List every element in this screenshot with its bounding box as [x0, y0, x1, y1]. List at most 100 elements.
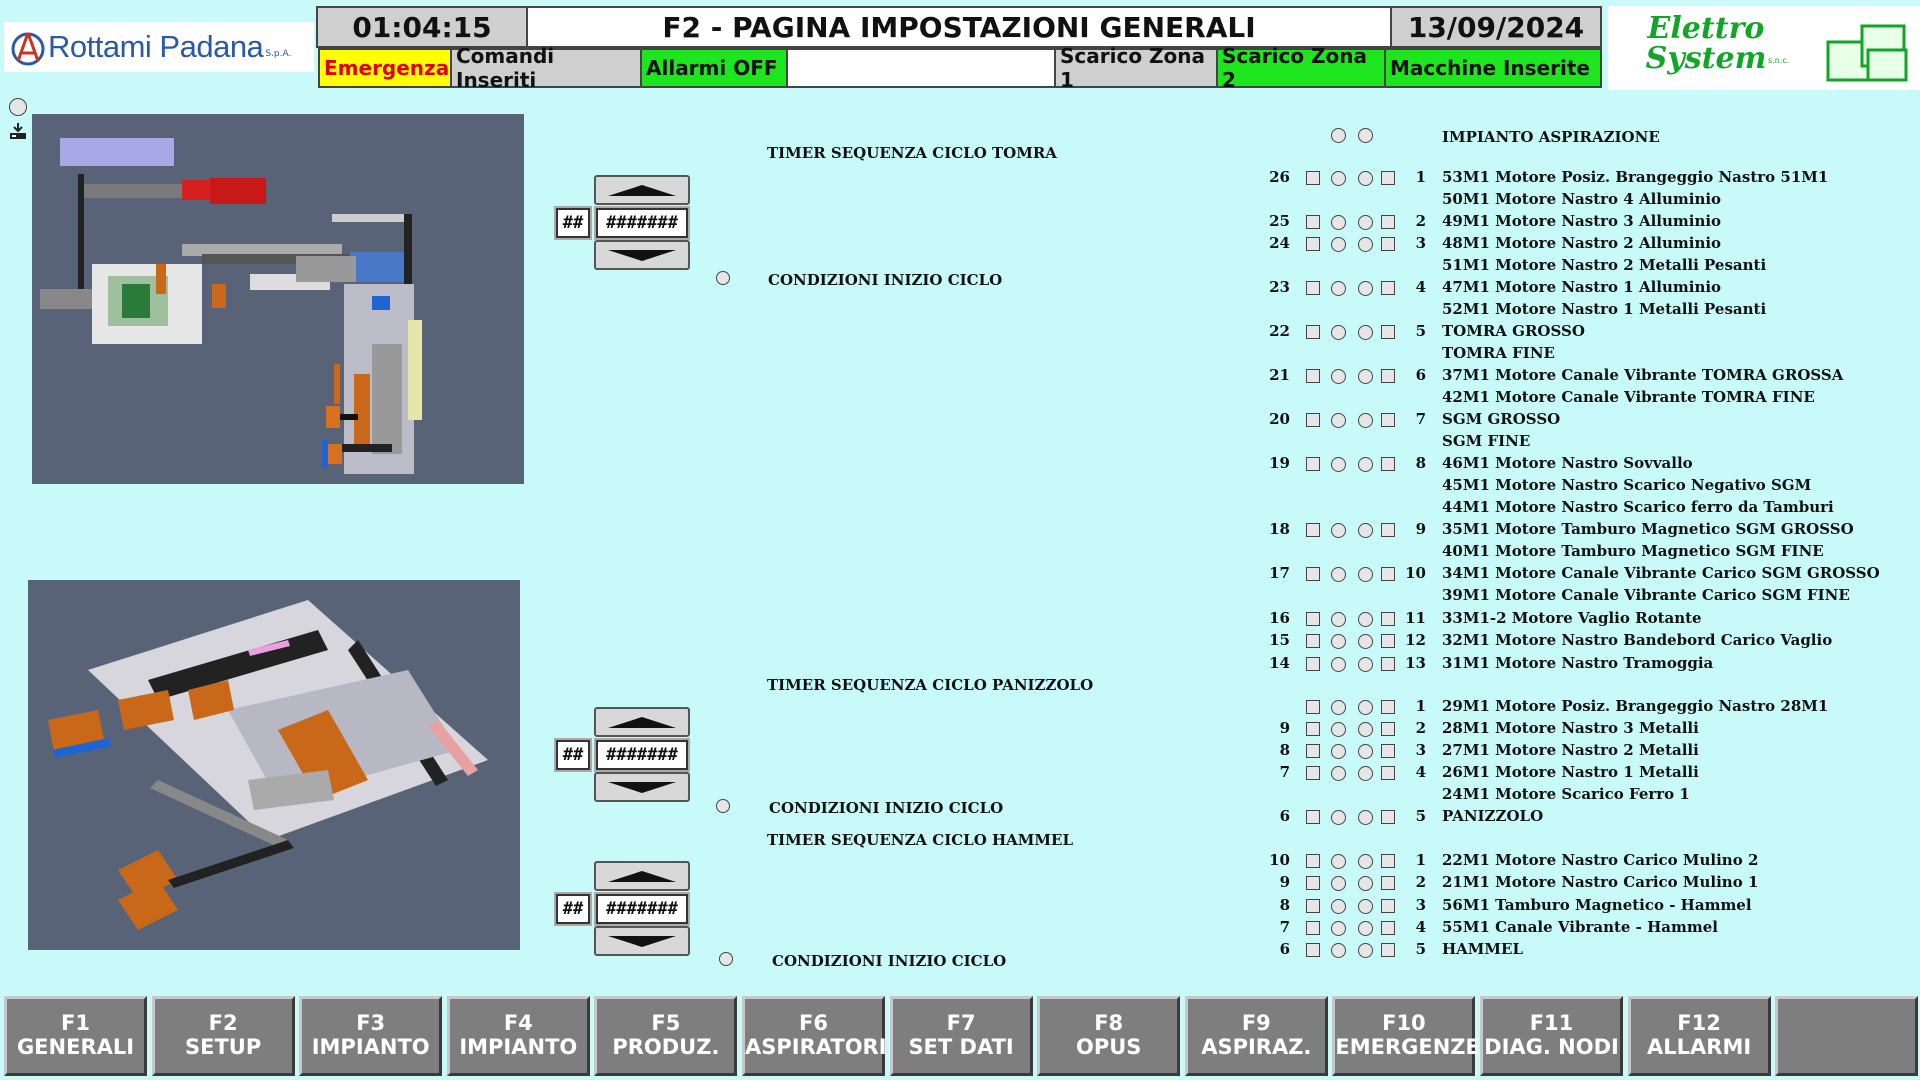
- motor-row-indicator-a: [1331, 744, 1346, 759]
- left-logo-text: Rottami Padana: [48, 29, 264, 64]
- motor-row-checkbox-b[interactable]: [1381, 766, 1395, 780]
- motor-row-checkbox-a[interactable]: [1306, 943, 1320, 957]
- timer-panizzolo-down-button[interactable]: [594, 772, 690, 802]
- motor-row-checkbox-b[interactable]: [1381, 657, 1395, 671]
- motor-row-checkbox-a[interactable]: [1306, 281, 1320, 295]
- motor-row-indicator-b: [1358, 921, 1373, 936]
- motor-row-indicator-b: [1358, 612, 1373, 627]
- motor-row-checkbox-b[interactable]: [1381, 921, 1395, 935]
- motor-row-checkbox-a[interactable]: [1306, 634, 1320, 648]
- motor-row-checkbox-b[interactable]: [1381, 215, 1395, 229]
- motor-row-checkbox-a[interactable]: [1306, 744, 1320, 758]
- motor-row-checkbox-a[interactable]: [1306, 237, 1320, 251]
- timer-panizzolo-up-button[interactable]: [594, 707, 690, 737]
- motor-row-checkbox-a[interactable]: [1306, 657, 1320, 671]
- motor-row-label: 21M1 Motore Nastro Carico Mulino 1: [1442, 873, 1759, 891]
- motor-row-checkbox-a[interactable]: [1306, 810, 1320, 824]
- function-key-label: IMPIANTO: [311, 1035, 430, 1059]
- motor-row-checkbox-b[interactable]: [1381, 281, 1395, 295]
- arrow-up-icon: [608, 184, 676, 196]
- plant-isometric-drawing: [48, 600, 488, 930]
- side-radio-button[interactable]: [9, 98, 27, 116]
- motor-row-checkbox-b[interactable]: [1381, 634, 1395, 648]
- timer-hammel-down-button[interactable]: [594, 926, 690, 956]
- motor-row-checkbox-a[interactable]: [1306, 700, 1320, 714]
- motor-row-indicator-a: [1331, 215, 1346, 230]
- function-key-blank[interactable]: [1775, 996, 1919, 1076]
- timer-tomra-down-button[interactable]: [594, 240, 690, 270]
- timer-tomra-up-button[interactable]: [594, 175, 690, 205]
- page-title: F2 - PAGINA IMPOSTAZIONI GENERALI: [526, 6, 1392, 48]
- motor-row-label: 47M1 Motore Nastro 1 Alluminio: [1442, 278, 1722, 296]
- motor-row-checkbox-b[interactable]: [1381, 876, 1395, 890]
- function-key-code: F8: [1094, 1011, 1124, 1035]
- motor-row-left-number: 6: [1279, 940, 1290, 958]
- timer-hammel-small-field[interactable]: ##: [554, 892, 592, 926]
- motor-row-checkbox-b[interactable]: [1381, 810, 1395, 824]
- motor-row: 51M1 Motore Nastro 2 Metalli Pesanti: [0, 256, 1920, 276]
- motor-row-checkbox-a[interactable]: [1306, 325, 1320, 339]
- timer-tomra-small-field[interactable]: ##: [554, 206, 592, 240]
- motor-row-indicator-b: [1358, 943, 1373, 958]
- motor-row-checkbox-b[interactable]: [1381, 744, 1395, 758]
- timer-panizzolo-small-field[interactable]: ##: [554, 738, 592, 772]
- motor-row-checkbox-b[interactable]: [1381, 413, 1395, 427]
- motor-row-checkbox-b[interactable]: [1381, 612, 1395, 626]
- motor-row-checkbox-a[interactable]: [1306, 457, 1320, 471]
- timer-hammel-value-field[interactable]: #######: [594, 892, 690, 926]
- motor-row-checkbox-b[interactable]: [1381, 943, 1395, 957]
- motor-row-checkbox-a[interactable]: [1306, 369, 1320, 383]
- motor-row-checkbox-b[interactable]: [1381, 722, 1395, 736]
- motor-row-right-number: 2: [1415, 873, 1426, 891]
- timer-panizzolo-value-field[interactable]: #######: [594, 738, 690, 772]
- motor-row-checkbox-b[interactable]: [1381, 369, 1395, 383]
- motor-row-checkbox-b[interactable]: [1381, 854, 1395, 868]
- motor-row-checkbox-a[interactable]: [1306, 766, 1320, 780]
- motor-row-checkbox-b[interactable]: [1381, 899, 1395, 913]
- motor-row-checkbox-b[interactable]: [1381, 567, 1395, 581]
- left-logo-suffix: S.p.A.: [265, 49, 292, 59]
- motor-row-checkbox-a[interactable]: [1306, 215, 1320, 229]
- motor-row-indicator-b: [1358, 523, 1373, 538]
- motor-row-checkbox-a[interactable]: [1306, 854, 1320, 868]
- motor-row-checkbox-b[interactable]: [1381, 457, 1395, 471]
- arrow-down-icon: [608, 249, 676, 261]
- motor-row-checkbox-a[interactable]: [1306, 171, 1320, 185]
- function-key-code: F4: [503, 1011, 533, 1035]
- motor-row-indicator-b: [1358, 237, 1373, 252]
- plant-isometric-image: [28, 580, 520, 950]
- motor-row-checkbox-a[interactable]: [1306, 722, 1320, 736]
- function-key-code: F5: [651, 1011, 681, 1035]
- motor-row-checkbox-a[interactable]: [1306, 567, 1320, 581]
- download-icon[interactable]: [9, 122, 27, 140]
- timer-tomra-value-field[interactable]: #######: [594, 206, 690, 240]
- motor-row-checkbox-b[interactable]: [1381, 325, 1395, 339]
- motor-row-left-number: 15: [1269, 631, 1290, 649]
- motor-row-checkbox-a[interactable]: [1306, 921, 1320, 935]
- motor-row-label: 45M1 Motore Nastro Scarico Negativo SGM: [1442, 476, 1812, 494]
- motor-row-left-number: 23: [1269, 278, 1290, 296]
- motor-row-checkbox-a[interactable]: [1306, 413, 1320, 427]
- motor-row-checkbox-a[interactable]: [1306, 523, 1320, 537]
- motor-row-checkbox-b[interactable]: [1381, 523, 1395, 537]
- motor-row-checkbox-b[interactable]: [1381, 171, 1395, 185]
- timer-hammel-up-button[interactable]: [594, 861, 690, 891]
- motor-row-checkbox-b[interactable]: [1381, 237, 1395, 251]
- motor-row-checkbox-a[interactable]: [1306, 899, 1320, 913]
- motor-row-checkbox-a[interactable]: [1306, 876, 1320, 890]
- motor-row-checkbox-b[interactable]: [1381, 700, 1395, 714]
- motor-row-checkbox-a[interactable]: [1306, 612, 1320, 626]
